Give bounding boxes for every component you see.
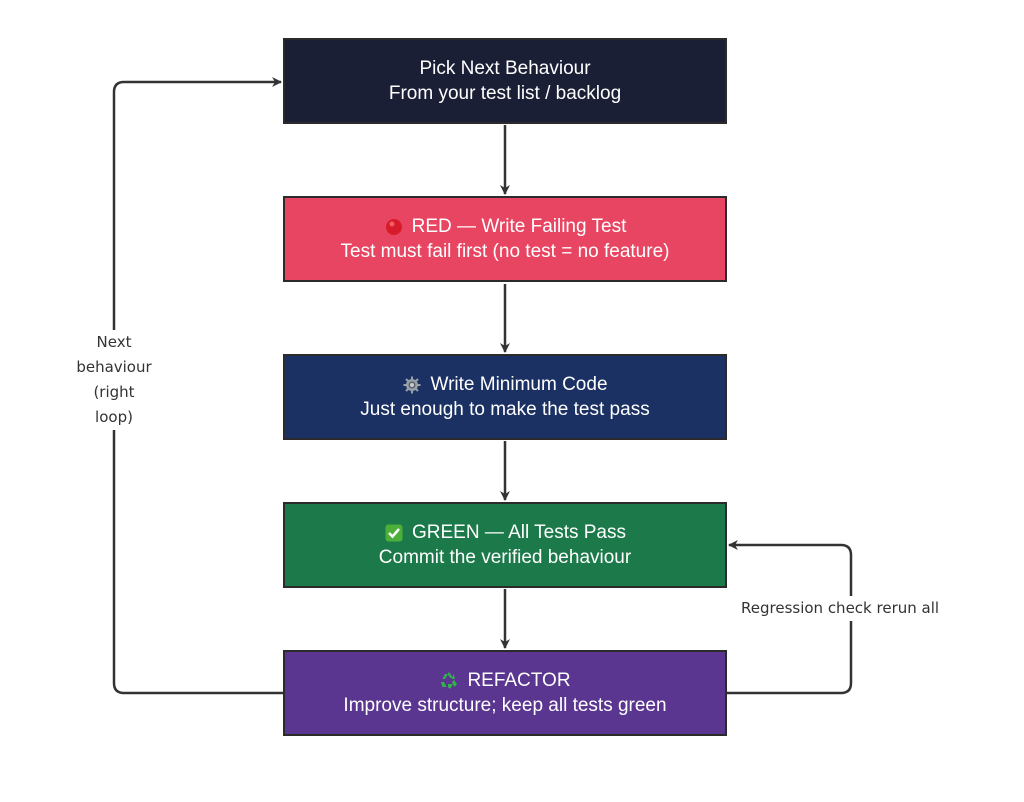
node-subtitle: Just enough to make the test pass <box>360 399 650 420</box>
node-subtitle: Improve structure; keep all tests green <box>343 695 667 716</box>
gear-icon <box>402 375 422 395</box>
label-line: behaviour <box>76 358 152 376</box>
recycle-icon <box>439 671 459 691</box>
node-red-write-failing-test: RED — Write Failing Test Test must fail … <box>283 196 727 282</box>
label-line: (right <box>93 383 135 401</box>
edge-label-next-behaviour: Next behaviour (right loop) <box>68 330 160 430</box>
label-line: Next <box>96 333 132 351</box>
check-mark-icon <box>384 523 404 543</box>
node-subtitle: Test must fail first (no test = no featu… <box>340 241 670 262</box>
node-pick-next-behaviour: Pick Next Behaviour From your test list … <box>283 38 727 124</box>
node-refactor: REFACTOR Improve structure; keep all tes… <box>283 650 727 736</box>
node-title: REFACTOR <box>467 670 571 691</box>
red-circle-icon <box>384 217 404 237</box>
edge-label-regression-check: Regression check rerun all <box>738 596 943 621</box>
node-title: RED — Write Failing Test <box>411 216 627 237</box>
node-title: Pick Next Behaviour <box>419 58 591 79</box>
node-write-minimum-code: Write Minimum Code Just enough to make t… <box>283 354 727 440</box>
node-title: GREEN — All Tests Pass <box>412 522 626 543</box>
node-subtitle: Commit the verified behaviour <box>378 547 632 568</box>
node-green-all-tests-pass: GREEN — All Tests Pass Commit the verifi… <box>283 502 727 588</box>
label-line: loop) <box>95 408 133 426</box>
node-title: Write Minimum Code <box>430 374 608 395</box>
node-subtitle: From your test list / backlog <box>388 83 622 104</box>
